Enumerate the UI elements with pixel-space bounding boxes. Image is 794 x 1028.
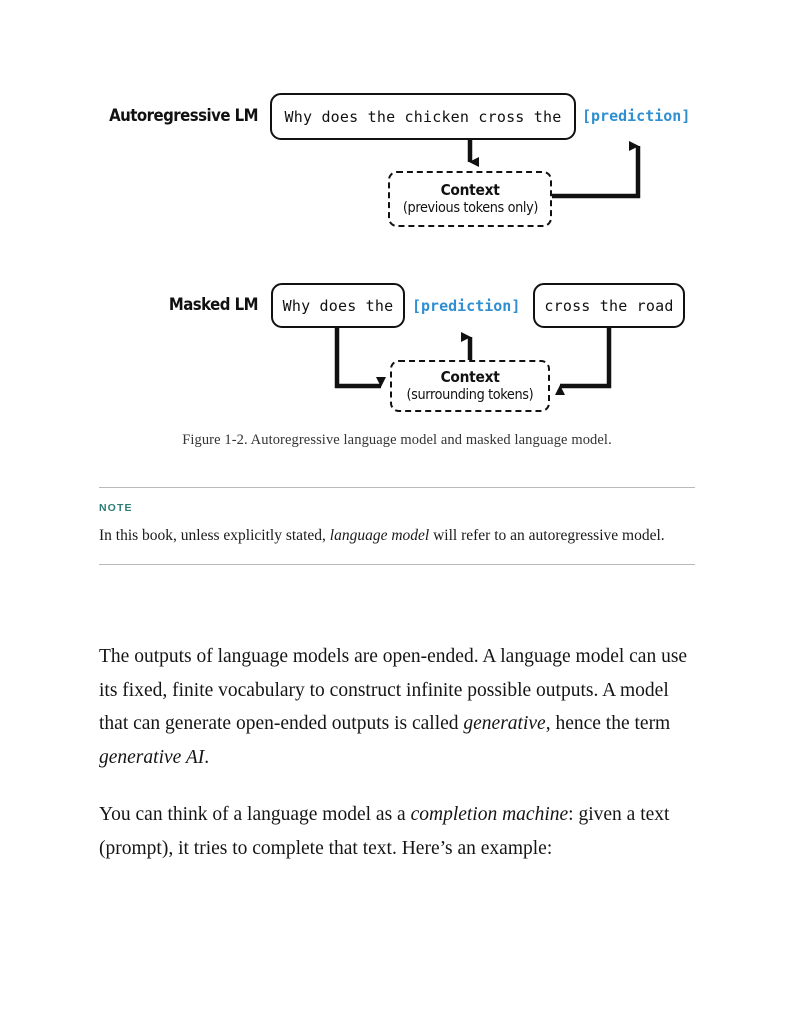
paragraph1-segment-3: .: [204, 746, 210, 768]
autoregressive-prediction-token: [prediction]: [582, 107, 691, 125]
masked-right-token-box: cross the road: [533, 283, 685, 328]
note-text-segment-2: will refer to an autoregressive model.: [429, 527, 665, 544]
note-text-emphasis: language model: [329, 527, 430, 544]
masked-context-subtitle: (surrounding tokens): [406, 386, 534, 403]
paragraph-open-ended-outputs: The outputs of language models are open-…: [99, 640, 699, 774]
paragraph2-emphasis-completion-machine: completion machine: [410, 804, 569, 825]
note-callout: NOTE In this book, unless explicitly sta…: [99, 487, 695, 565]
note-top-rule: [99, 487, 695, 488]
figure-caption: Figure 1-2. Autoregressive language mode…: [182, 432, 612, 448]
paragraph1-segment-2: , hence the term: [545, 713, 671, 734]
note-bottom-rule: [99, 564, 695, 565]
note-label: NOTE: [99, 502, 133, 514]
masked-context-box: Context (surrounding tokens): [390, 360, 550, 412]
paragraph1-emphasis-generative: generative: [463, 713, 546, 734]
masked-prediction-token: [prediction]: [412, 297, 521, 315]
autoregressive-context-title: Context: [440, 181, 500, 200]
paragraph2-segment-2: : given a text (prompt), it tries to com…: [99, 804, 670, 859]
autoregressive-context-box: Context (previous tokens only): [388, 171, 552, 227]
autoregressive-token-box: Why does the chicken cross the: [270, 93, 576, 140]
paragraph1-emphasis-generative-ai: generative AI: [99, 746, 205, 768]
masked-context-title: Context: [440, 368, 500, 387]
body-content: The outputs of language models are open-…: [99, 640, 699, 889]
paragraph2-segment-1: You can think of a language model as a: [99, 804, 411, 825]
paragraph1-segment-1: The outputs of language models are open-…: [99, 646, 688, 734]
autoregressive-context-subtitle: (previous tokens only): [402, 199, 538, 216]
autoregressive-lm-label: Autoregressive LM: [109, 106, 258, 126]
masked-lm-label: Masked LM: [168, 295, 259, 315]
paragraph-completion-machine: You can think of a language model as a c…: [99, 798, 699, 865]
note-body-text: In this book, unless explicitly stated, …: [99, 522, 695, 550]
figure-1-2: Autoregressive LM Why does the chicken c…: [0, 0, 794, 440]
masked-left-token-box: Why does the: [271, 283, 405, 328]
note-text-segment-1: In this book, unless explicitly stated,: [99, 527, 330, 544]
